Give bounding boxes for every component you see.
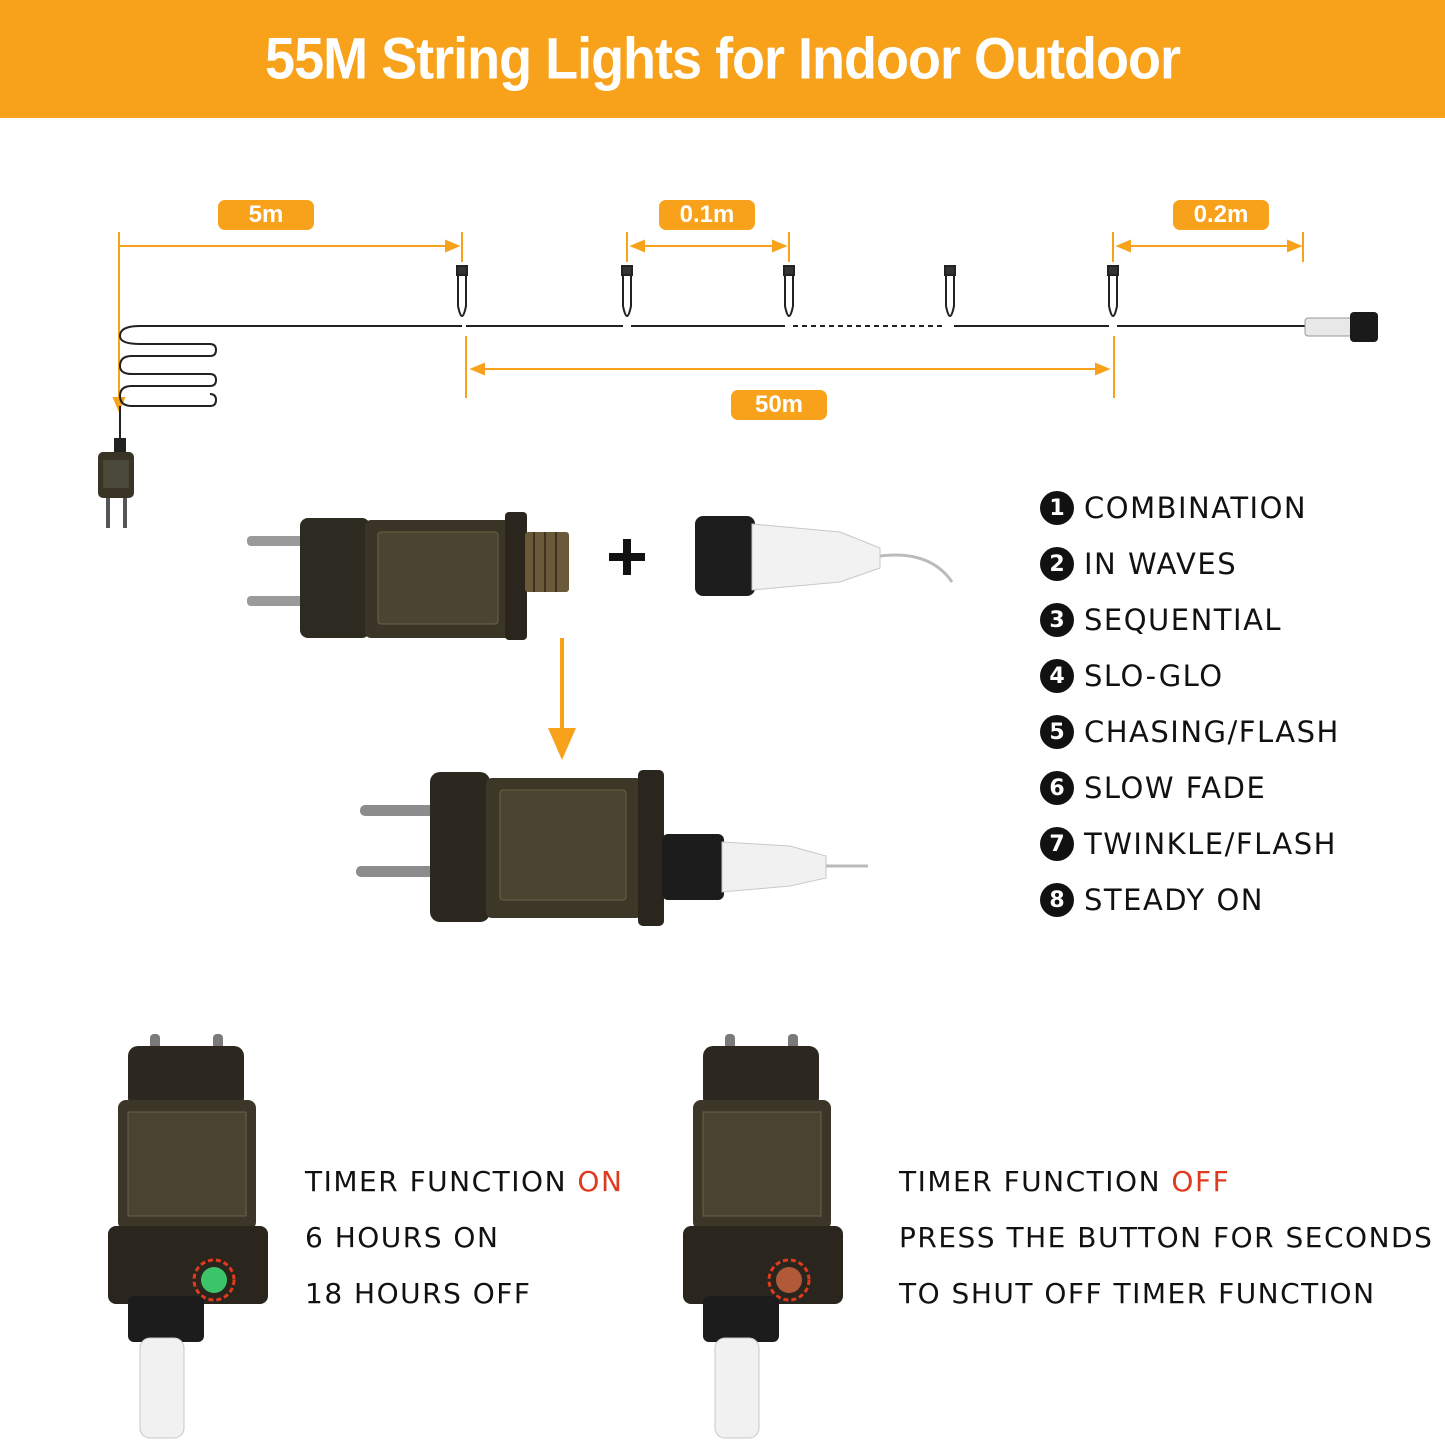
bulb xyxy=(944,265,956,317)
timer-on-prefix: TIMER FUNCTION xyxy=(305,1165,578,1198)
small-adapter xyxy=(98,438,134,528)
dim-label-tail-cable: 0.2m xyxy=(1173,200,1269,230)
mode-list: 1 COMBINATION 2 IN WAVES 3 SEQUENTIAL 4 … xyxy=(1040,480,1440,928)
mode-item: 2 IN WAVES xyxy=(1040,536,1440,592)
mode-number-badge: 5 xyxy=(1040,715,1074,749)
adapter-assembled xyxy=(356,770,868,926)
timer-on-description: TIMER FUNCTION ON 6 HOURS ON 18 HOURS OF… xyxy=(305,1154,623,1322)
adapter-timer-on xyxy=(108,1034,268,1439)
mode-label: CHASING/FLASH xyxy=(1084,715,1340,749)
mode-label: IN WAVES xyxy=(1084,547,1238,581)
mode-number-badge: 2 xyxy=(1040,547,1074,581)
mode-item: 6 SLOW FADE xyxy=(1040,760,1440,816)
bulb xyxy=(783,265,795,317)
cable xyxy=(118,325,1305,440)
adapter-controller xyxy=(247,512,569,640)
page-title: 55M String Lights for Indoor Outdoor xyxy=(265,26,1181,92)
mode-number-badge: 6 xyxy=(1040,771,1074,805)
bulb xyxy=(1107,265,1119,317)
mode-item: 4 SLO-GLO xyxy=(1040,648,1440,704)
dimension-lines xyxy=(112,232,1304,413)
timer-on-line2: 6 HOURS ON xyxy=(305,1221,500,1254)
timer-on-line3: 18 HOURS OFF xyxy=(305,1277,532,1310)
mode-label: SEQUENTIAL xyxy=(1084,603,1283,637)
timer-off-heading: TIMER FUNCTION OFF xyxy=(899,1154,1433,1210)
mode-number-badge: 8 xyxy=(1040,883,1074,917)
arrow-down-icon xyxy=(548,638,576,760)
dim-label-lit-length: 50m xyxy=(731,390,827,420)
bulb xyxy=(456,265,468,317)
timer-off-line3: TO SHUT OFF TIMER FUNCTION xyxy=(899,1277,1376,1310)
mode-item: 8 STEADY ON xyxy=(1040,872,1440,928)
timer-off-description: TIMER FUNCTION OFF PRESS THE BUTTON FOR … xyxy=(899,1154,1433,1322)
dim-label-lead-cable: 5m xyxy=(218,200,314,230)
timer-off-state: OFF xyxy=(1171,1165,1231,1198)
mode-item: 7 TWINKLE/FLASH xyxy=(1040,816,1440,872)
timer-on-state: ON xyxy=(577,1165,624,1198)
timer-on-heading: TIMER FUNCTION ON xyxy=(305,1154,623,1210)
string-light-diagram xyxy=(98,232,1378,1439)
timer-button-on xyxy=(201,1267,227,1293)
mode-label: TWINKLE/FLASH xyxy=(1084,827,1337,861)
mode-label: SLOW FADE xyxy=(1084,771,1267,805)
bulb xyxy=(621,265,633,317)
mode-item: 5 CHASING/FLASH xyxy=(1040,704,1440,760)
mode-label: SLO-GLO xyxy=(1084,659,1224,693)
timer-off-prefix: TIMER FUNCTION xyxy=(899,1165,1172,1198)
dim-label-bulb-spacing: 0.1m xyxy=(659,200,755,230)
end-cap xyxy=(1304,312,1378,342)
title-banner: 55M String Lights for Indoor Outdoor xyxy=(0,0,1445,118)
mode-label: STEADY ON xyxy=(1084,883,1264,917)
mode-item: 1 COMBINATION xyxy=(1040,480,1440,536)
mode-number-badge: 3 xyxy=(1040,603,1074,637)
mode-item: 3 SEQUENTIAL xyxy=(1040,592,1440,648)
mode-number-badge: 4 xyxy=(1040,659,1074,693)
timer-off-line2: PRESS THE BUTTON FOR SECONDS xyxy=(899,1221,1434,1254)
adapter-timer-off xyxy=(683,1034,843,1439)
plus-icon xyxy=(609,539,645,575)
mode-label: COMBINATION xyxy=(1084,491,1308,525)
bulbs xyxy=(456,265,1119,317)
mode-number-badge: 1 xyxy=(1040,491,1074,525)
timer-button-off xyxy=(776,1267,802,1293)
connector-plug xyxy=(695,516,954,596)
mode-number-badge: 7 xyxy=(1040,827,1074,861)
